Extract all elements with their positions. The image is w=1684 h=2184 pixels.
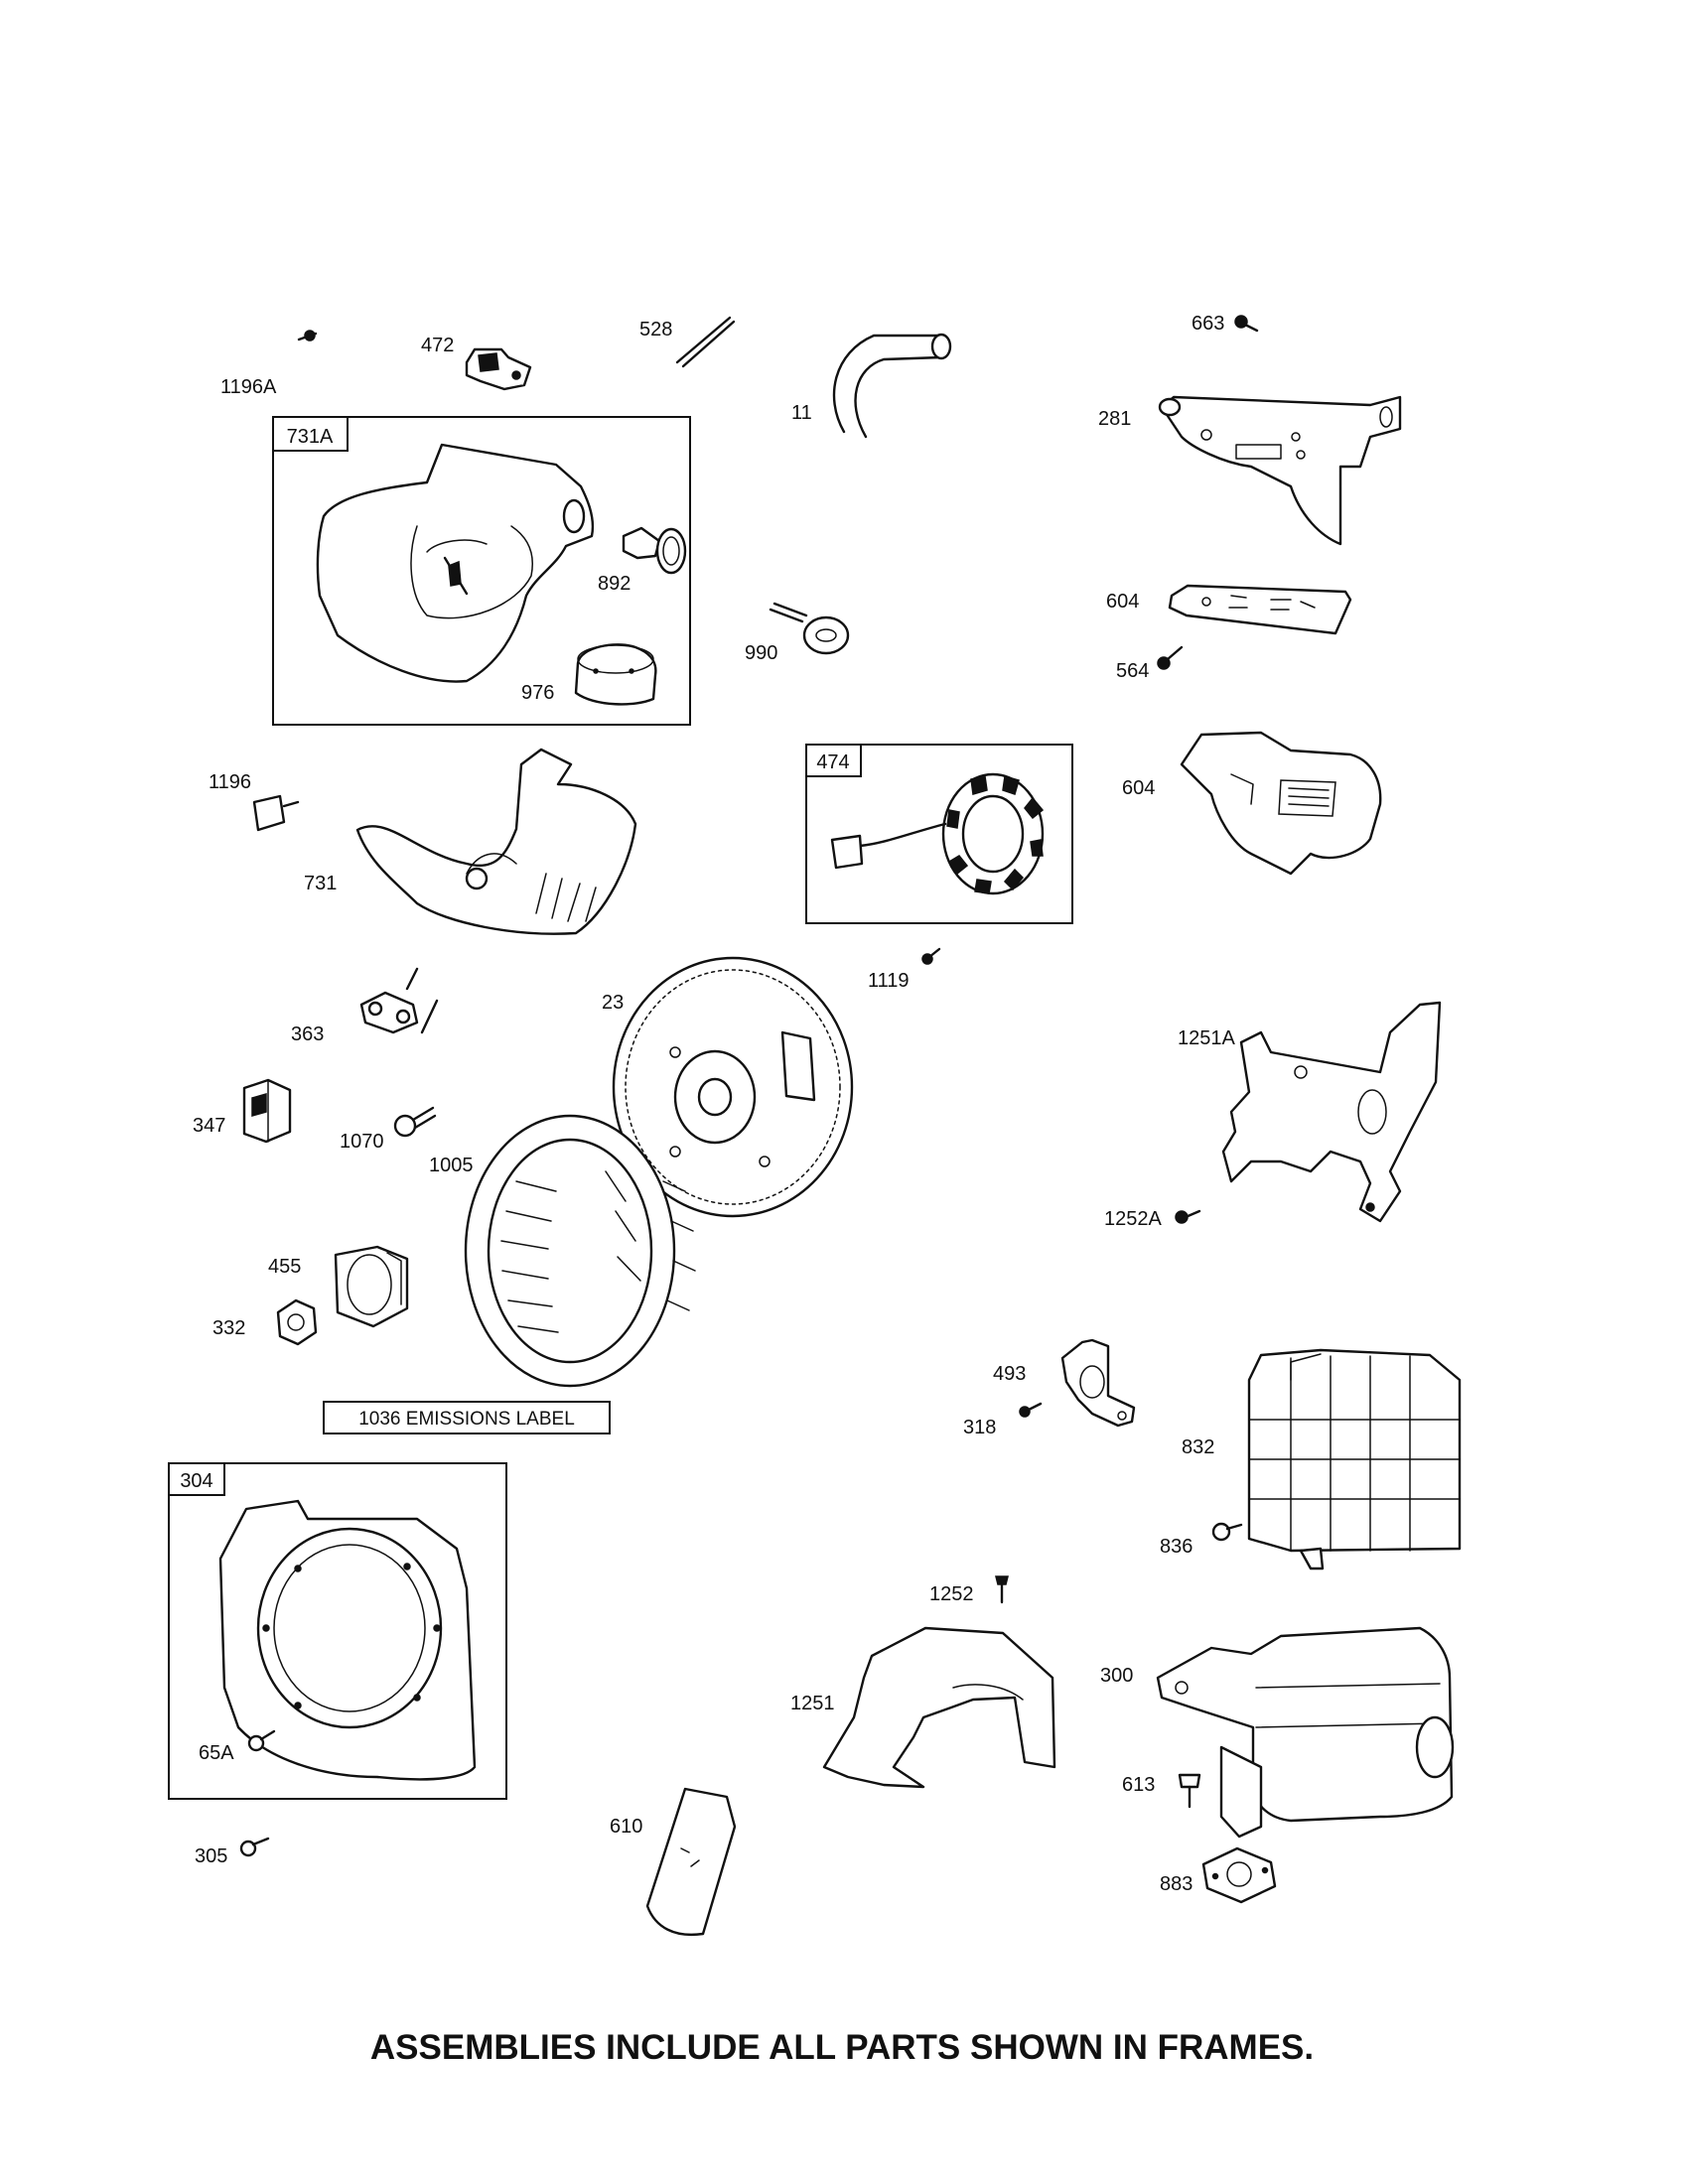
callout-363: 363 (291, 1024, 324, 1045)
callout-347: 347 (193, 1115, 225, 1137)
part-1252-screw (995, 1575, 1009, 1604)
callout-281: 281 (1098, 408, 1131, 430)
frame-tag-731a: 731A (287, 426, 334, 448)
frame-731a (272, 416, 691, 726)
part-610 (645, 1787, 737, 1937)
part-731a-housing (316, 443, 595, 683)
callout-990: 990 (745, 642, 777, 664)
callout-528: 528 (639, 319, 672, 341)
callout-318: 318 (963, 1417, 996, 1438)
part-318-screw (1019, 1402, 1043, 1418)
part-493-bracket (1060, 1338, 1136, 1428)
part-836-screw (1211, 1522, 1243, 1542)
callout-1005: 1005 (429, 1155, 474, 1176)
part-11-hose (832, 333, 952, 439)
part-305-screw (239, 1837, 270, 1857)
frame-304 (168, 1462, 507, 1800)
emissions-label-box: 1036 EMISSIONS LABEL (323, 1401, 611, 1434)
part-300-muffler (1156, 1626, 1455, 1839)
footer-note: ASSEMBLIES INCLUDE ALL PARTS SHOWN IN FR… (370, 2028, 1314, 2067)
callout-1070: 1070 (340, 1131, 384, 1153)
part-1196a-screw (297, 330, 318, 341)
part-472-bracket (465, 347, 532, 391)
part-1196-clip (252, 794, 300, 832)
callout-305: 305 (195, 1845, 227, 1867)
callout-731: 731 (304, 873, 337, 894)
callout-1252: 1252 (929, 1583, 974, 1605)
frame-tag-304: 304 (180, 1470, 212, 1492)
callout-1252a: 1252A (1104, 1208, 1162, 1230)
frame-474 (805, 744, 1073, 924)
callout-832: 832 (1182, 1436, 1214, 1458)
part-1251a-bracket (1221, 1001, 1442, 1223)
callout-892: 892 (598, 573, 631, 595)
emissions-label-text: 1036 EMISSIONS LABEL (358, 1409, 575, 1430)
callout-1251: 1251 (790, 1693, 835, 1714)
part-564-screw (1157, 645, 1184, 670)
callout-1196: 1196 (209, 771, 251, 793)
callout-1196a: 1196A (220, 376, 277, 398)
part-892 (622, 526, 687, 575)
callout-836: 836 (1160, 1536, 1193, 1558)
part-455-cup (334, 1245, 409, 1328)
part-304-blower-housing (218, 1499, 477, 1781)
part-528-tube (675, 316, 736, 368)
part-347-switch (242, 1078, 292, 1144)
callout-976: 976 (521, 682, 554, 704)
part-990-key (769, 602, 850, 655)
part-1070-bolt (393, 1106, 437, 1138)
part-613-bolt (1178, 1773, 1201, 1809)
callout-472: 472 (421, 335, 454, 356)
part-1119-screw (921, 947, 941, 965)
part-976-cap (574, 643, 657, 706)
callout-332: 332 (212, 1317, 245, 1339)
part-1005-fan (464, 1114, 696, 1388)
callout-65a: 65A (199, 1742, 234, 1764)
part-281-control-bracket (1158, 395, 1402, 546)
callout-23: 23 (602, 992, 624, 1014)
callout-663: 663 (1192, 313, 1224, 335)
callout-604-guard: 604 (1122, 777, 1155, 799)
callout-1119: 1119 (868, 970, 910, 992)
callout-610: 610 (610, 1816, 642, 1838)
part-883-gasket (1201, 1846, 1277, 1904)
part-832-guard (1247, 1348, 1462, 1570)
frame-tag-474: 474 (816, 751, 849, 773)
part-65a-screw (247, 1729, 276, 1752)
part-1251-shield (822, 1626, 1056, 1789)
part-604-plate (1168, 584, 1352, 635)
callout-564: 564 (1116, 660, 1149, 682)
callout-1251a: 1251A (1178, 1027, 1235, 1049)
part-332-nut (276, 1298, 318, 1346)
callout-493: 493 (993, 1363, 1026, 1385)
callout-883: 883 (1160, 1873, 1193, 1895)
callout-455: 455 (268, 1256, 301, 1278)
callout-613: 613 (1122, 1774, 1155, 1796)
part-23-flywheel (612, 956, 854, 1218)
part-604-guard (1180, 731, 1382, 876)
callout-604-top: 604 (1106, 591, 1139, 613)
part-1252a-screw (1175, 1209, 1201, 1224)
part-363-mount (359, 967, 439, 1034)
part-663-screw (1234, 315, 1259, 333)
part-731-shroud (355, 748, 637, 935)
callout-11: 11 (791, 402, 812, 424)
callout-300: 300 (1100, 1665, 1133, 1687)
part-474-alternator (830, 772, 1045, 895)
